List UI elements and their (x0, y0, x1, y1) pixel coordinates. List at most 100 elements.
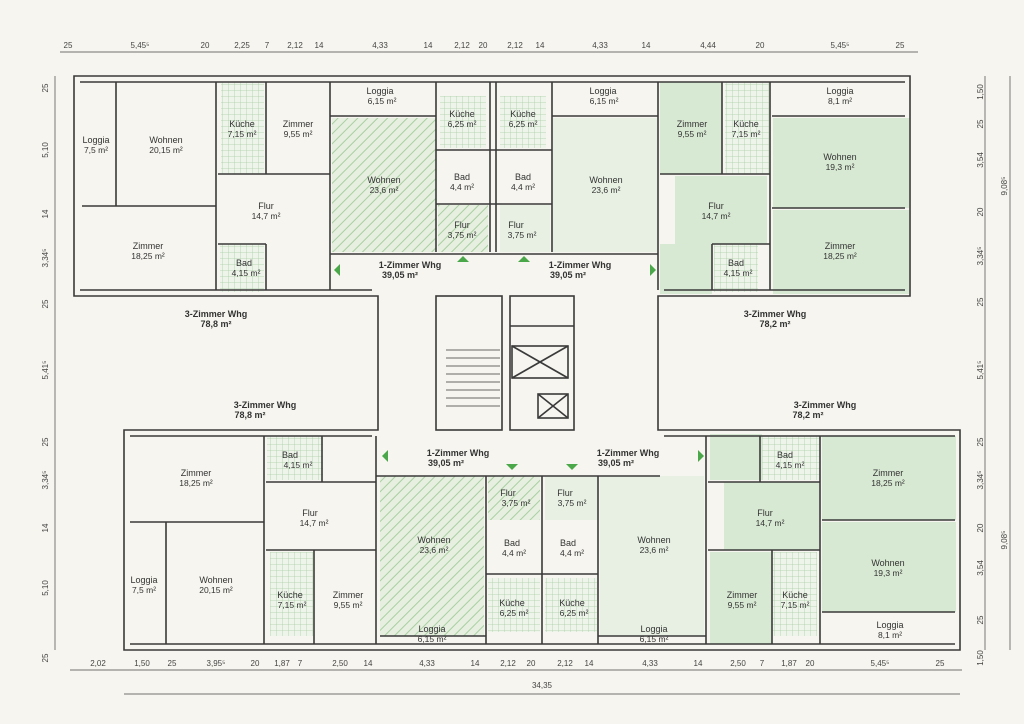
unit-area: 39,05 m² (598, 458, 634, 468)
room-area: 6,15 m² (418, 634, 447, 644)
dimension-value: 4,33 (592, 41, 608, 50)
room-name: Wohnen (149, 135, 182, 145)
room-name: Flur (557, 488, 573, 498)
room-area: 6,15 m² (590, 96, 619, 106)
room-name: Flur (454, 220, 470, 230)
room-name: Zimmer (283, 119, 314, 129)
dimension-value: 3,54 (976, 152, 985, 168)
room-name: Küche (733, 119, 759, 129)
dimension-value: 25 (976, 297, 985, 306)
room-area: 7,15 m² (228, 129, 257, 139)
room-area: 4,15 m² (284, 460, 313, 470)
dimension-value: 14 (41, 209, 50, 218)
room-area: 7,15 m² (278, 600, 307, 610)
dimension-value: 25 (976, 119, 985, 128)
room-name: Flur (708, 201, 724, 211)
walls (73, 75, 961, 651)
entry-arrow-icon (650, 264, 656, 276)
room-area: 4,4 m² (511, 182, 535, 192)
room-area: 4,4 m² (502, 548, 526, 558)
room-name: Küche (499, 598, 525, 608)
room-area: 7,15 m² (781, 600, 810, 610)
entry-arrow-icon (506, 464, 518, 470)
dimension-value: 25 (976, 615, 985, 624)
room-name: Küche (782, 590, 808, 600)
unit-labels: 3-Zimmer Whg 78,8 m² 3-Zimmer Whg 78,2 m… (185, 260, 857, 468)
overall-dimension: 34,35 (532, 681, 553, 690)
dimension-value: 25 (41, 83, 50, 92)
tiled-kitchen (488, 578, 540, 632)
room-area: 7,5 m² (132, 585, 156, 595)
green-room (822, 436, 956, 520)
unit-area: 39,05 m² (550, 270, 586, 280)
dimension-value: 20 (479, 41, 488, 50)
room-name: Wohnen (199, 575, 232, 585)
tiled-kitchen (440, 96, 486, 148)
green-room (600, 476, 704, 636)
dimension-value: 25 (976, 437, 985, 446)
dimension-value: 1,50 (976, 650, 985, 666)
dimension-value: 2,50 (332, 659, 348, 668)
room-area: 18,25 m² (179, 478, 213, 488)
green-room (710, 552, 772, 644)
room-name: Flur (258, 201, 274, 211)
dimension-value: 2,12 (500, 659, 516, 668)
tiled-bath (762, 436, 820, 480)
room-area: 18,25 m² (823, 251, 857, 261)
unit-name: 1-Zimmer Whg (379, 260, 442, 270)
room-name: Wohnen (871, 558, 904, 568)
unit-area: 78,8 m² (200, 319, 231, 329)
room-area: 4,15 m² (232, 268, 261, 278)
dimension-value: 14 (471, 659, 480, 668)
entry-arrow-icon (457, 256, 469, 262)
dimension-value: 20 (527, 659, 536, 668)
room-name: Küche (449, 109, 475, 119)
dimension-value: 5,45⁵ (831, 41, 850, 50)
dimension-lines (54, 51, 1011, 695)
room-area: 19,3 m² (874, 568, 903, 578)
room-name: Zimmer (825, 241, 856, 251)
entry-arrow-icon (566, 464, 578, 470)
room-name: Zimmer (677, 119, 708, 129)
green-room (660, 82, 722, 174)
dimension-value: 14 (642, 41, 651, 50)
hatched-room (488, 476, 540, 520)
dimension-value: 20 (251, 659, 260, 668)
room-area: 14,7 m² (252, 211, 281, 221)
room-area: 23,6 m² (592, 185, 621, 195)
dimension-value: 5,41⁵ (976, 361, 985, 380)
room-area: 6,25 m² (509, 119, 538, 129)
dimension-value: 25 (41, 653, 50, 662)
room-name: Loggia (826, 86, 853, 96)
dimension-value: 25 (896, 41, 905, 50)
dimension-value: 20 (201, 41, 210, 50)
dimension-value: 25 (41, 299, 50, 308)
entry-arrows (334, 256, 704, 470)
room-name: Loggia (640, 624, 667, 634)
room-name: Loggia (82, 135, 109, 145)
room-fills (220, 82, 956, 644)
room-name: Zimmer (181, 468, 212, 478)
room-area: 18,25 m² (871, 478, 905, 488)
dimension-value: 2,50 (730, 659, 746, 668)
dimension-value: 4,44 (700, 41, 716, 50)
room-area: 6,15 m² (640, 634, 669, 644)
dimension-right: 1,50253,54203,34⁵255,41⁵253,34⁵203,54251… (976, 84, 985, 666)
dimension-value: 2,25 (234, 41, 250, 50)
dimension-value: 20 (976, 523, 985, 532)
room-name: Wohnen (367, 175, 400, 185)
room-name: Bad (282, 450, 298, 460)
green-room (710, 434, 762, 480)
dimension-value: 3,54 (976, 560, 985, 576)
room-area: 8,1 m² (878, 630, 902, 640)
room-area: 3,75 m² (502, 498, 531, 508)
room-name: Flur (508, 220, 524, 230)
dimension-value: 3,34⁵ (976, 247, 985, 266)
room-area: 7,15 m² (732, 129, 761, 139)
room-name: Bad (454, 172, 470, 182)
room-area: 23,6 m² (370, 185, 399, 195)
dimension-value: 14 (315, 41, 324, 50)
room-name: Wohnen (417, 535, 450, 545)
dimension-value: 3,34⁵ (41, 471, 50, 490)
